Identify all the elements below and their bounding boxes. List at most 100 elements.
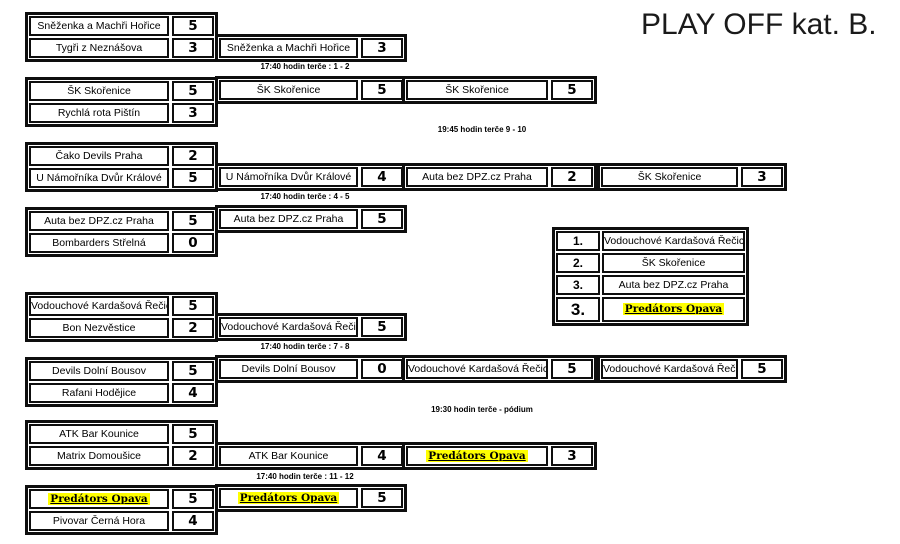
team-score: 5	[172, 168, 214, 188]
team-score: 5	[172, 424, 214, 444]
team-name: Auta bez DPZ.cz Praha	[29, 211, 169, 231]
team-name: Bon Nezvěstice	[29, 318, 169, 338]
highlighted-team: Predátors Opava	[237, 492, 340, 504]
team-score: 2	[551, 167, 593, 187]
team-score: 0	[361, 359, 403, 379]
team-name: ŠK Skořenice	[219, 80, 358, 100]
team-score: 5	[741, 359, 783, 379]
team-score: 5	[551, 359, 593, 379]
schedule-label-4: 17:40 hodin terče : 7 - 8	[260, 342, 350, 351]
team-name: Devils Dolní Bousov	[219, 359, 358, 379]
team-score: 3	[361, 38, 403, 58]
team-name: Predátors Opava	[29, 489, 169, 509]
team-score: 5	[172, 361, 214, 381]
team-name: Auta bez DPZ.cz Praha	[406, 167, 548, 187]
team-name: Bombarders Střelná	[29, 233, 169, 253]
standings-table: 1. Vodouchové Kardašová Řečice 2. ŠK Sko…	[552, 227, 749, 326]
team-name: Vodouchové Kardašová Řečice	[406, 359, 548, 379]
standings-row-1: 1. Vodouchové Kardašová Řečice	[556, 231, 745, 251]
team-name: Čako Devils Praha	[29, 146, 169, 166]
team-name: ŠK Skořenice	[29, 81, 169, 101]
team-score: 5	[172, 211, 214, 231]
team-score: 5	[361, 209, 403, 229]
team-name: ŠK Skořenice	[406, 80, 548, 100]
team-name: ATK Bar Kounice	[219, 446, 358, 466]
standings-team: Vodouchové Kardašová Řečice	[602, 231, 745, 251]
team-score: 4	[361, 446, 403, 466]
team-score: 2	[172, 146, 214, 166]
highlighted-team: Predátors Opava	[426, 450, 528, 462]
team-score: 4	[172, 511, 214, 531]
team-score: 5	[172, 81, 214, 101]
team-name: Rafani Hodějice	[29, 383, 169, 403]
team-name: Devils Dolní Bousov	[29, 361, 169, 381]
team-name: Predátors Opava	[406, 446, 548, 466]
standings-rank: 1.	[556, 231, 600, 251]
standings-row-2: 2. ŠK Skořenice	[556, 253, 745, 273]
team-name: ŠK Skořenice	[601, 167, 738, 187]
team-name: Vodouchové Kardašová Řečice	[29, 296, 169, 316]
highlighted-team: Predátors Opava	[622, 303, 725, 315]
team-name: Matrix Domoušice	[29, 446, 169, 466]
team-score: 5	[172, 296, 214, 316]
team-score: 0	[172, 233, 214, 253]
team-score: 5	[361, 80, 403, 100]
team-score: 5	[551, 80, 593, 100]
schedule-label-2: 19:45 hodin terče 9 - 10	[437, 125, 527, 134]
standings-row-4: 3. Predátors Opava	[556, 297, 745, 322]
standings-rank: 3.	[556, 297, 600, 322]
standings-rank: 2.	[556, 253, 600, 273]
schedule-label-6: 17:40 hodin terče : 11 - 12	[256, 472, 354, 481]
team-name: Sněženka a Machři Hořice	[29, 16, 169, 36]
highlighted-team: Predátors Opava	[48, 493, 150, 505]
team-name: Sněženka a Machři Hořice	[219, 38, 358, 58]
team-score: 3	[172, 103, 214, 123]
team-score: 3	[551, 446, 593, 466]
team-name: ATK Bar Kounice	[29, 424, 169, 444]
team-score: 5	[361, 488, 403, 508]
team-name: Pivovar Černá Hora	[29, 511, 169, 531]
team-name: U Námořníka Dvůr Králové	[29, 168, 169, 188]
schedule-label-1: 17:40 hodin terče : 1 - 2	[260, 62, 350, 71]
standings-team: ŠK Skořenice	[602, 253, 745, 273]
page-title: PLAY OFF kat. B.	[641, 8, 877, 41]
team-name: Auta bez DPZ.cz Praha	[219, 209, 358, 229]
schedule-label-5: 19:30 hodin terče - pódium	[431, 405, 533, 414]
standings-rank: 3.	[556, 275, 600, 295]
team-name: Rychlá rota Pištín	[29, 103, 169, 123]
team-name: U Námořníka Dvůr Králové	[219, 167, 358, 187]
standings-team: Auta bez DPZ.cz Praha	[602, 275, 745, 295]
team-score: 5	[172, 489, 214, 509]
round2-box-8: Predátors Opava 5	[215, 484, 407, 512]
standings-row-3: 3. Auta bez DPZ.cz Praha	[556, 275, 745, 295]
team-score: 2	[172, 318, 214, 338]
team-score: 5	[172, 16, 214, 36]
team-score: 2	[172, 446, 214, 466]
team-score: 3	[172, 38, 214, 58]
team-name: Predátors Opava	[219, 488, 358, 508]
team-score: 5	[361, 317, 403, 337]
team-score: 4	[172, 383, 214, 403]
standings-team: Predátors Opava	[602, 297, 745, 322]
schedule-label-3: 17:40 hodin terče : 4 - 5	[260, 192, 350, 201]
team-score: 4	[361, 167, 403, 187]
